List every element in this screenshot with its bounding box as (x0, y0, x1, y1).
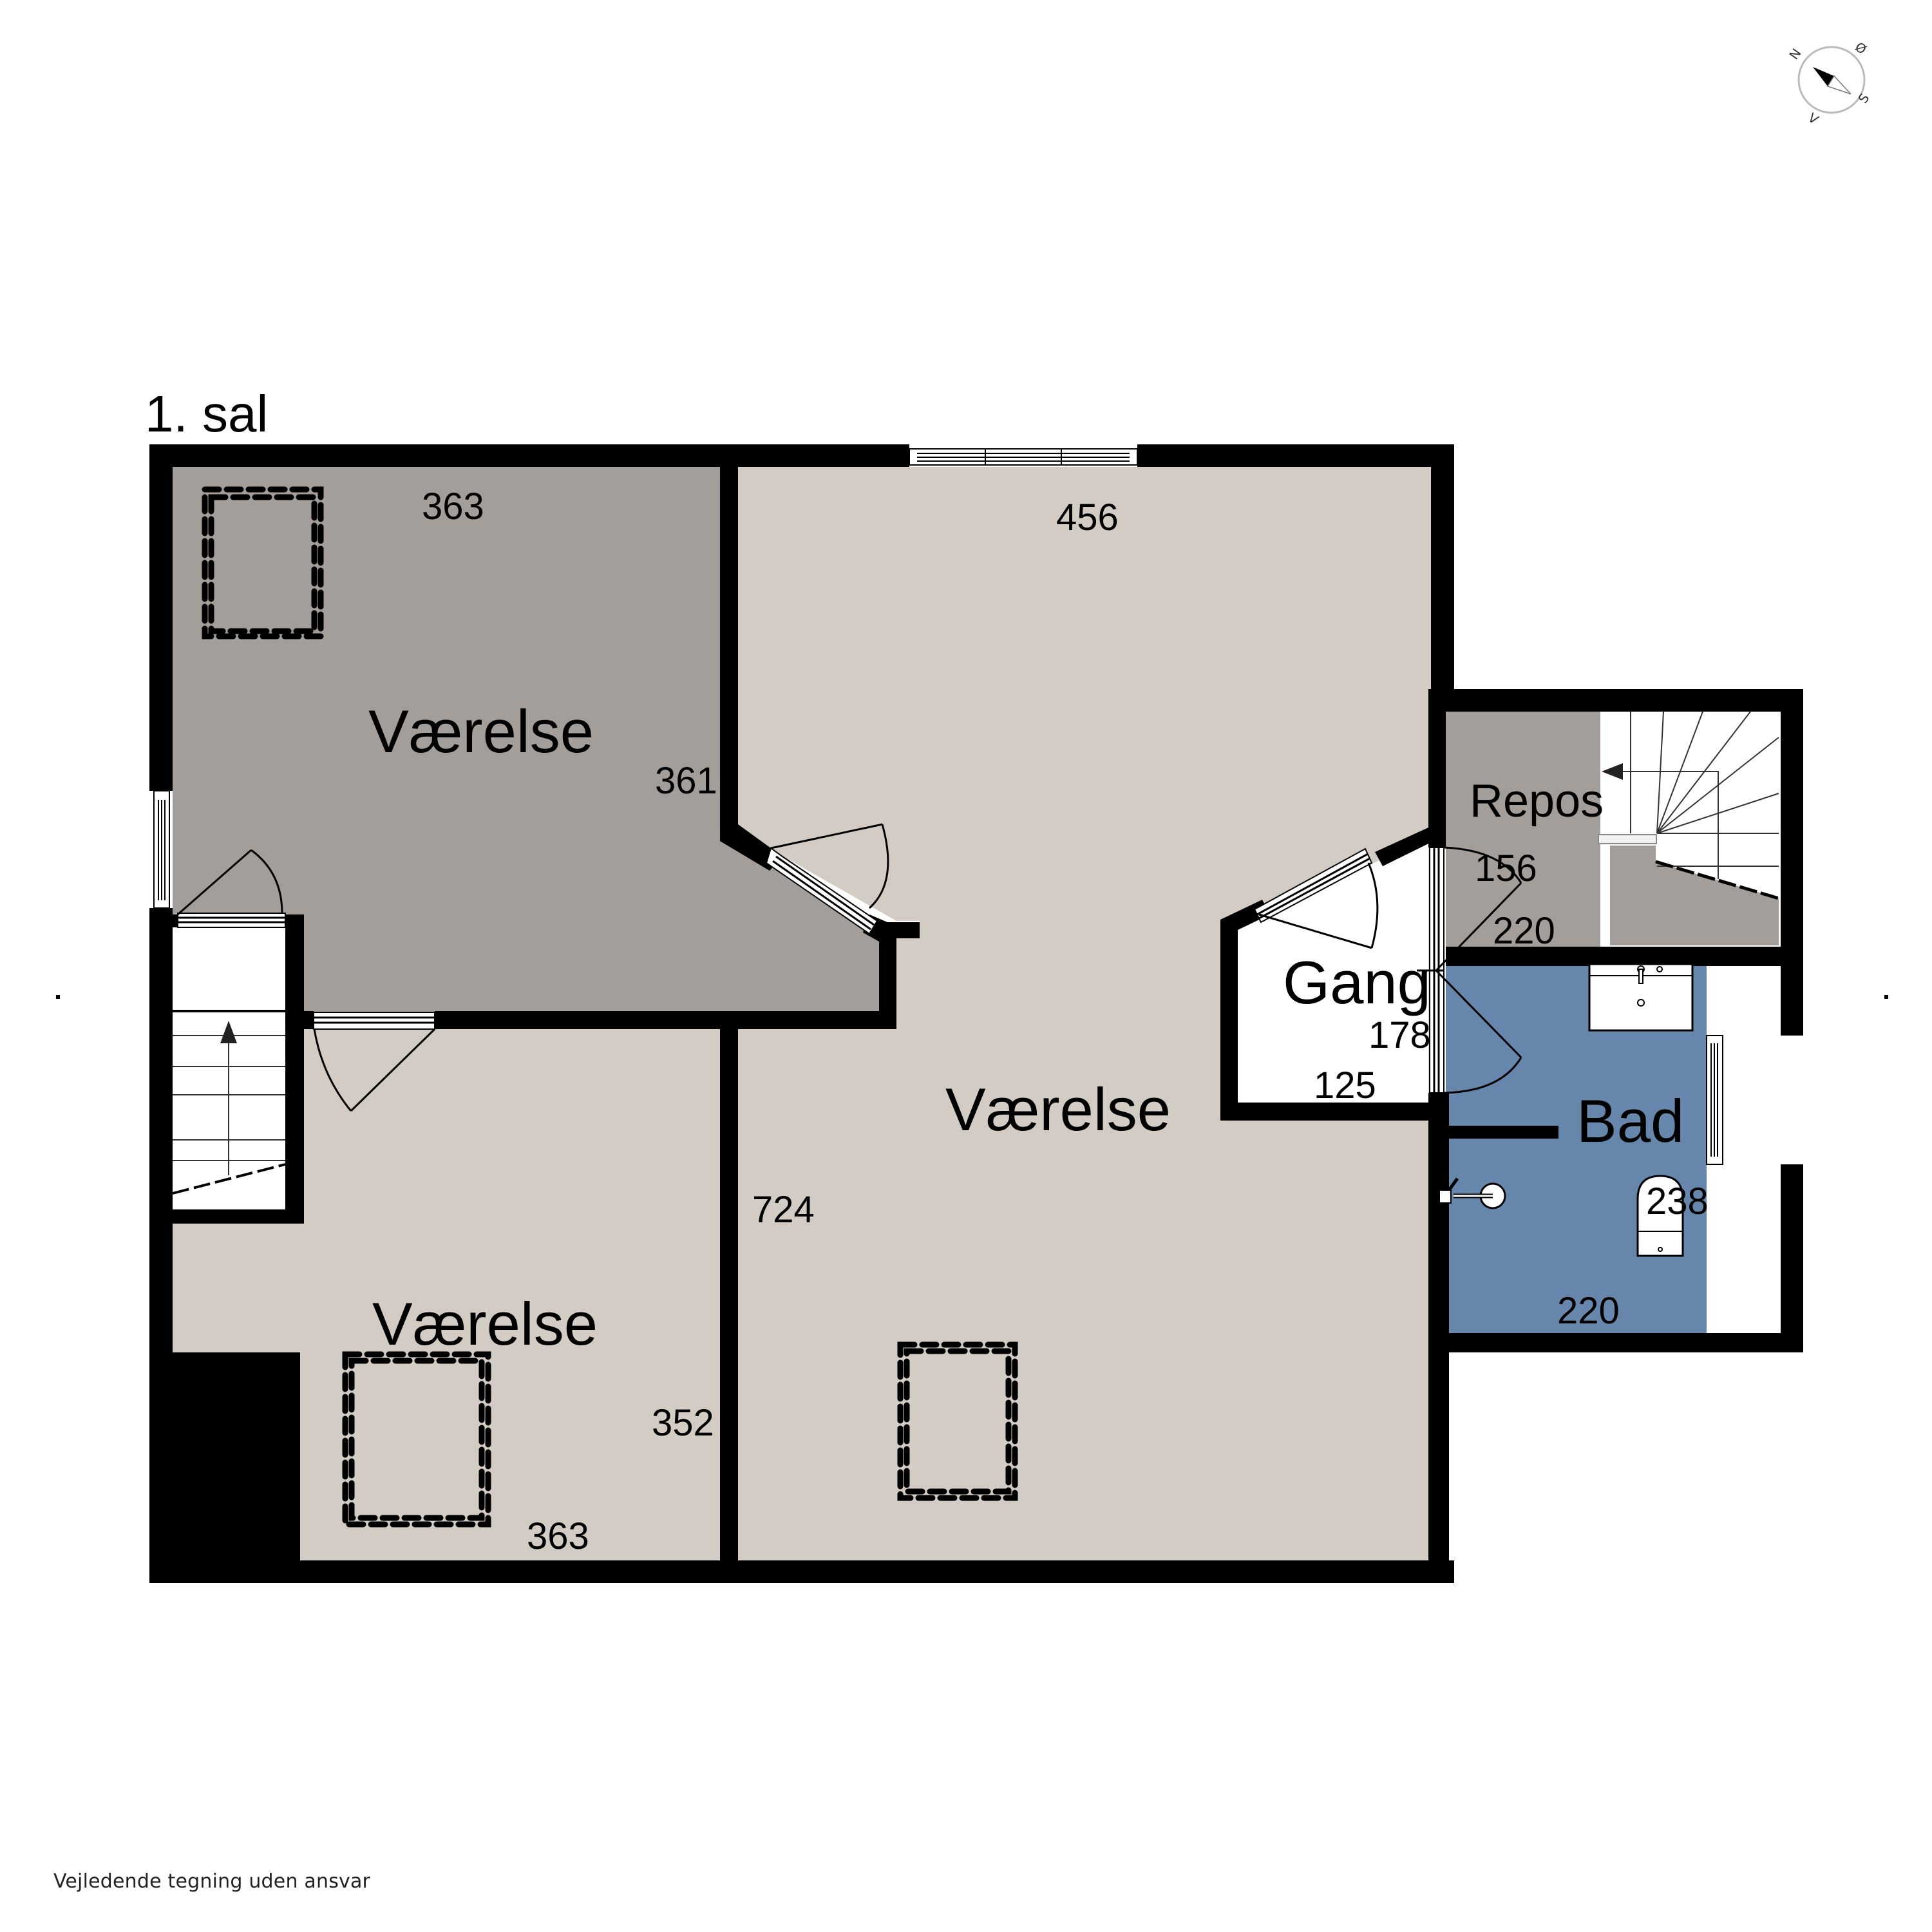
room-vaerelse-main-fill (738, 467, 1431, 1560)
skylights (202, 486, 1018, 1528)
walls (149, 444, 1803, 1583)
door-main-to-gang[interactable] (1253, 848, 1379, 949)
compass-west: V (1805, 109, 1821, 128)
doors (177, 823, 1522, 1112)
sink-icon (1588, 963, 1694, 1032)
disclaimer-note: Vejledende tegning uden ansvar (53, 1870, 371, 1893)
room-vaerelse-sw-fill (173, 1029, 720, 1560)
labels: 1. sal Værelse 363 361 Værelse 456 724 V… (145, 385, 1709, 1557)
room-repos-fill (1446, 712, 1600, 947)
skylight-sw (342, 1351, 491, 1528)
room-dim-vaerelse-nw-length: 361 (655, 760, 717, 802)
room-label-repos: Repos (1470, 775, 1604, 827)
room-label-gang: Gang (1283, 949, 1431, 1016)
floor-title: 1. sal (145, 385, 268, 442)
room-dim-vaerelse-main-length: 724 (752, 1189, 815, 1231)
door-nw-to-sw[interactable] (313, 1012, 436, 1112)
window-top (909, 448, 1138, 466)
compass-south: S (1855, 91, 1872, 106)
room-dim-bad-length: 238 (1646, 1180, 1709, 1222)
door-nw-to-main[interactable] (765, 823, 889, 935)
room-dim-gang-length: 178 (1368, 1014, 1431, 1056)
room-dim-repos-length: 156 (1475, 848, 1537, 889)
room-vaerelse-nw-fill (173, 467, 887, 1012)
stair-arrow-up-icon (220, 1021, 237, 1043)
room-dim-bad-width: 220 (1557, 1290, 1620, 1332)
door-gang-double[interactable] (1417, 846, 1522, 1094)
room-label-vaerelse-nw: Værelse (368, 697, 594, 765)
door-nw-to-stair[interactable] (177, 849, 286, 928)
stair-right (1598, 711, 1779, 900)
room-label-vaerelse-sw: Værelse (372, 1290, 598, 1358)
shower-icon (1439, 1177, 1506, 1209)
toilet-icon (1636, 1175, 1684, 1257)
stair-left (172, 1010, 286, 1195)
window-bad (1706, 1035, 1723, 1165)
room-dim-vaerelse-nw-width: 363 (422, 486, 484, 527)
room-fills (173, 467, 1779, 1560)
reference-dot-left (56, 995, 60, 999)
room-label-bad: Bad (1577, 1087, 1684, 1155)
room-dim-vaerelse-sw-length: 352 (652, 1402, 714, 1444)
compass-icon: N Ø S V (1786, 39, 1872, 128)
room-dim-vaerelse-main-width: 456 (1056, 497, 1119, 538)
room-dim-repos-width: 220 (1493, 910, 1555, 952)
skylight-nw (202, 486, 324, 639)
room-gang-fill (1238, 837, 1428, 1103)
compass-north: N (1786, 46, 1804, 62)
room-dim-gang-width: 125 (1314, 1065, 1376, 1106)
skylight-main (897, 1341, 1018, 1501)
reference-dot-right (1884, 995, 1888, 999)
compass-east: Ø (1852, 39, 1870, 57)
window-left (153, 790, 170, 909)
room-dim-vaerelse-sw-width: 363 (527, 1515, 589, 1557)
bath-fixtures (1439, 963, 1694, 1257)
stair-arrow-left-icon (1602, 763, 1623, 780)
stair-right-landing-fill (1610, 846, 1779, 945)
windows (153, 448, 1723, 1165)
room-label-vaerelse-main: Værelse (945, 1075, 1171, 1143)
